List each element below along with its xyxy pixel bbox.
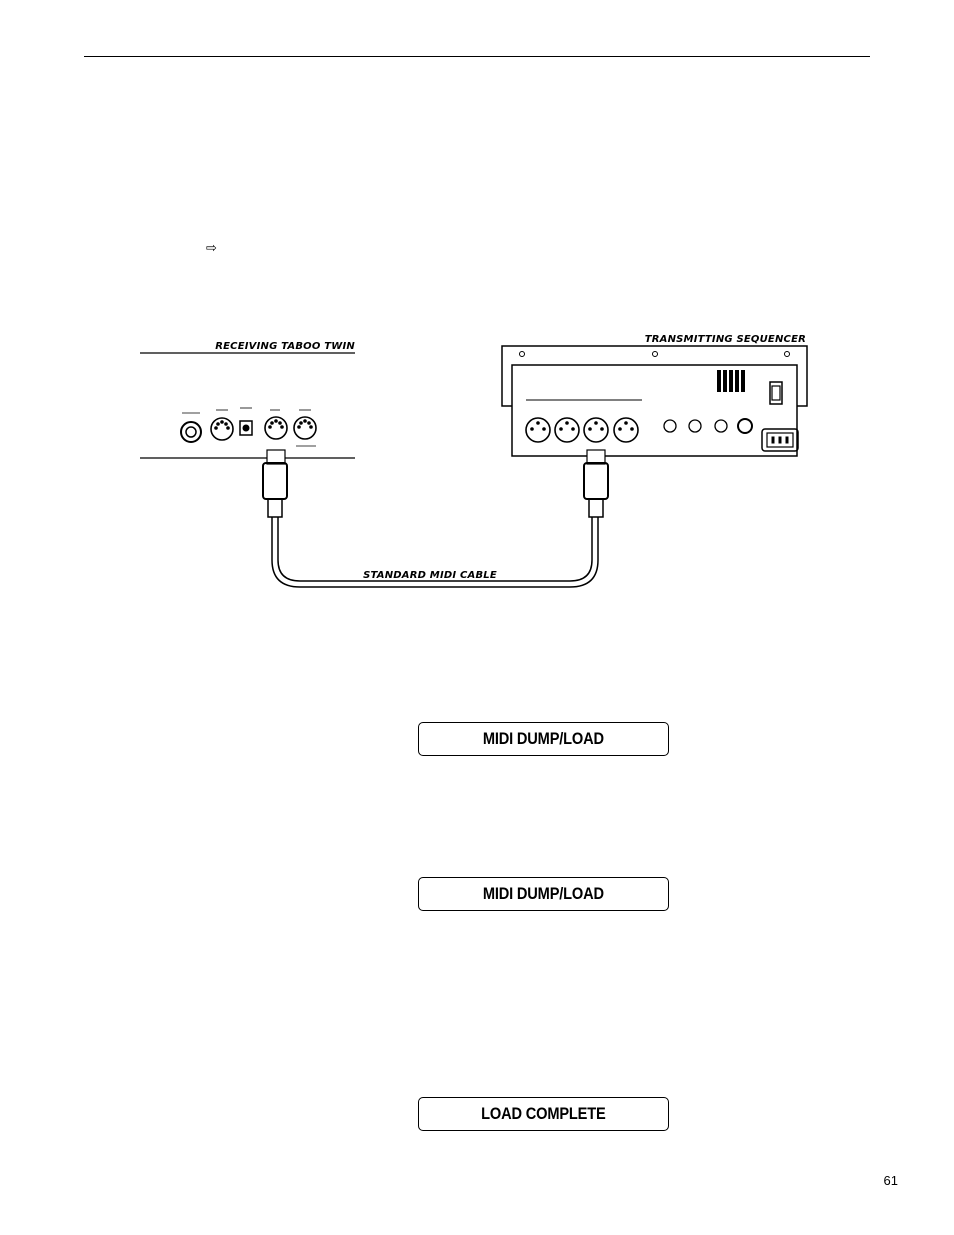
phones-jack-icon (180, 421, 202, 443)
sequencer-midi-port-2-icon (554, 417, 580, 443)
lcd-display-1: MIDI DUMP/LOAD (418, 722, 669, 756)
lcd-display-1-text: MIDI DUMP/LOAD (482, 729, 605, 748)
header-rule (84, 56, 870, 57)
sequencer-midi-port-1-icon (525, 417, 551, 443)
vent-grille-icon (717, 370, 745, 392)
transmitting-unit (501, 345, 808, 457)
right-midi-plug-icon (583, 449, 609, 518)
left-midi-plug-icon (262, 449, 288, 518)
ac-inlet-icon (761, 428, 799, 452)
midi-out-port-icon (293, 416, 317, 440)
lcd-display-2-text: MIDI DUMP/LOAD (482, 884, 605, 903)
page-number: 61 (883, 1173, 898, 1188)
power-socket-icon (239, 420, 253, 436)
midi-connection-diagram: RECEIVING TABOO TWIN (140, 334, 808, 588)
midi-cable (271, 517, 599, 588)
receiving-unit-label: RECEIVING TABOO TWIN (215, 341, 355, 352)
midi-in-port-icon (264, 416, 288, 440)
lcd-display-3: LOAD COMPLETE (418, 1097, 669, 1131)
lcd-display-2: MIDI DUMP/LOAD (418, 877, 669, 911)
midi-thru-port-icon (210, 417, 234, 441)
transmitting-unit-label: TRANSMITTING SEQUENCER (645, 334, 806, 345)
receiving-unit (140, 352, 355, 459)
sequencer-midi-out-port-icon (583, 417, 609, 443)
sequencer-midi-port-4-icon (613, 417, 639, 443)
cable-label: STANDARD MIDI CABLE (363, 570, 497, 581)
right-arrow-outline-icon: ⇨ (206, 241, 217, 256)
lcd-display-3-text: LOAD COMPLETE (481, 1104, 606, 1123)
